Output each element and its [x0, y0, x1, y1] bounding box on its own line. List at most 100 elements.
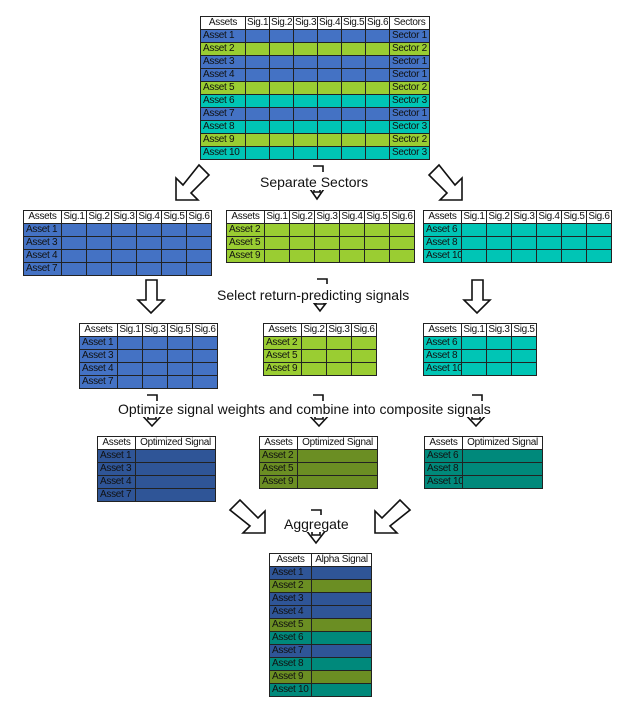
hook-arrow-icon	[147, 394, 158, 401]
table-row: Asset 3	[269, 592, 372, 606]
asset-label: Asset 1	[200, 29, 246, 43]
signal-cell	[245, 55, 270, 69]
table-row: Asset 2	[263, 336, 377, 350]
signal-cell	[326, 362, 352, 376]
signal-cell	[511, 362, 537, 376]
signal-cell	[161, 262, 187, 276]
signal-cell	[311, 631, 372, 645]
table-row: Asset 5	[269, 618, 372, 632]
signal-cell	[161, 236, 187, 250]
table-row: Asset 5	[263, 349, 377, 363]
table-row: Asset 7	[97, 488, 216, 502]
signal-cell	[136, 223, 162, 237]
asset-label: Asset 8	[423, 236, 462, 250]
signal-cell	[341, 42, 366, 56]
signal-cell	[293, 68, 318, 82]
arrow-down-icon	[136, 279, 166, 315]
table-row: Asset 1	[97, 449, 216, 463]
asset-label: Asset 3	[269, 592, 312, 606]
table-row: Asset 9	[226, 249, 415, 263]
table-row: Asset 1	[269, 566, 372, 580]
arrow-down-right-icon	[228, 498, 266, 534]
asset-label: Asset 5	[269, 618, 312, 632]
asset-label: Asset 2	[226, 223, 265, 237]
table-row: Asset 3	[79, 349, 218, 363]
signal-cell	[341, 81, 366, 95]
step-aggregate: Aggregate	[282, 516, 351, 532]
signal-cell	[311, 592, 372, 606]
signal-cell	[192, 349, 218, 363]
signal-cell	[365, 68, 390, 82]
signal-cell	[245, 107, 270, 121]
asset-label: Asset 1	[269, 566, 312, 580]
asset-label: Asset 6	[423, 223, 462, 237]
signal-cell	[117, 349, 143, 363]
table-row: Asset 2	[226, 223, 415, 237]
signal-cell	[142, 362, 168, 376]
table-row: Asset 10	[423, 362, 537, 376]
signal-cell	[111, 236, 137, 250]
column-header: Sig.2	[486, 210, 512, 224]
signal-cell	[311, 618, 372, 632]
signal-cell	[86, 262, 112, 276]
signal-cell	[536, 223, 562, 237]
asset-label: Asset 10	[200, 146, 246, 160]
sector-label: Sector 2	[389, 133, 430, 147]
table-row: Asset 8	[269, 657, 372, 671]
signal-cell	[389, 223, 415, 237]
table-row: Asset 9	[269, 670, 372, 684]
signal-cell	[364, 236, 390, 250]
table-row: Asset 5	[259, 462, 378, 476]
signal-cell	[135, 475, 216, 489]
signal-cell	[135, 462, 216, 476]
column-header: Sig.2	[269, 16, 294, 30]
column-header: Sig.3	[111, 210, 137, 224]
asset-label: Asset 8	[269, 657, 312, 671]
table-row: Asset 9	[263, 362, 377, 376]
asset-label: Asset 2	[269, 579, 312, 593]
signal-cell	[301, 362, 327, 376]
signal-cell	[161, 223, 187, 237]
signal-cell	[341, 68, 366, 82]
table-row: Asset 4	[97, 475, 216, 489]
table-row: Asset 10	[424, 475, 543, 489]
signal-cell	[365, 133, 390, 147]
column-header: Sig.3	[511, 210, 537, 224]
signal-cell	[317, 55, 342, 69]
signal-cell	[311, 566, 372, 580]
signal-cell	[192, 375, 218, 389]
column-header: Assets	[79, 323, 118, 337]
arrow-down-left-icon	[374, 498, 412, 534]
signal-cell	[136, 249, 162, 263]
asset-label: Asset 3	[97, 462, 136, 476]
signal-cell	[61, 262, 87, 276]
signal-cell	[317, 133, 342, 147]
signal-cell	[351, 362, 377, 376]
column-header: Assets	[423, 210, 462, 224]
column-header: Sig.4	[317, 16, 342, 30]
signal-cell	[339, 223, 365, 237]
signal-cell	[61, 223, 87, 237]
signal-cell	[317, 29, 342, 43]
asset-label: Asset 5	[200, 81, 246, 95]
signal-cell	[561, 249, 587, 263]
column-header: Sig.6	[351, 323, 377, 337]
signal-cell	[289, 249, 315, 263]
signal-cell	[486, 249, 512, 263]
signal-cell	[245, 133, 270, 147]
asset-label: Asset 8	[424, 462, 463, 476]
column-header: Assets	[269, 553, 312, 567]
table-row: Asset 8	[424, 462, 543, 476]
